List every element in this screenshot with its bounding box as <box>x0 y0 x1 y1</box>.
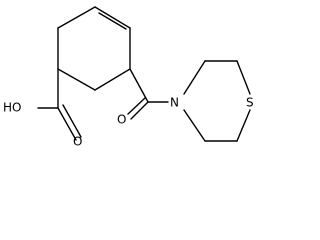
nitrogen-label: N <box>170 96 179 110</box>
thiomorpholine-bond-s-c3 <box>236 109 251 142</box>
ring-bond-c5-c6 <box>57 68 96 91</box>
molecule-diagram: HO O O N S <box>3 6 254 149</box>
carboxyl-double-bond-inner <box>62 104 82 138</box>
carboxylic-acid-group <box>37 68 82 141</box>
ring-bond-c4-c5 <box>94 68 131 91</box>
ring-bond-c2-c3 <box>94 6 131 29</box>
amide-oxygen-label: O <box>117 113 126 127</box>
thiomorpholine-ring <box>183 60 251 142</box>
thiomorpholine-bond-c2-s <box>236 60 251 95</box>
thiomorpholine-bond-n-c1 <box>183 60 206 95</box>
hydroxyl-label: HO <box>3 101 21 115</box>
amide-carbonyl-group <box>127 68 169 120</box>
carboxyl-oxygen-label: O <box>73 135 82 149</box>
thiomorpholine-bond-c4-n <box>183 109 206 142</box>
sulfur-label: S <box>246 96 254 110</box>
amide-double-bond-outer <box>130 101 149 120</box>
ring-bond-c1-c2 <box>57 6 96 29</box>
amide-double-bond-inner <box>127 97 146 115</box>
carboxyl-double-bond-outer <box>57 107 77 141</box>
structure-svg: HO O O N S <box>3 6 254 149</box>
ring-double-bond-inner <box>98 12 127 30</box>
bond-ring-to-amide-carbon <box>129 68 149 103</box>
cyclohexene-ring <box>57 6 131 91</box>
